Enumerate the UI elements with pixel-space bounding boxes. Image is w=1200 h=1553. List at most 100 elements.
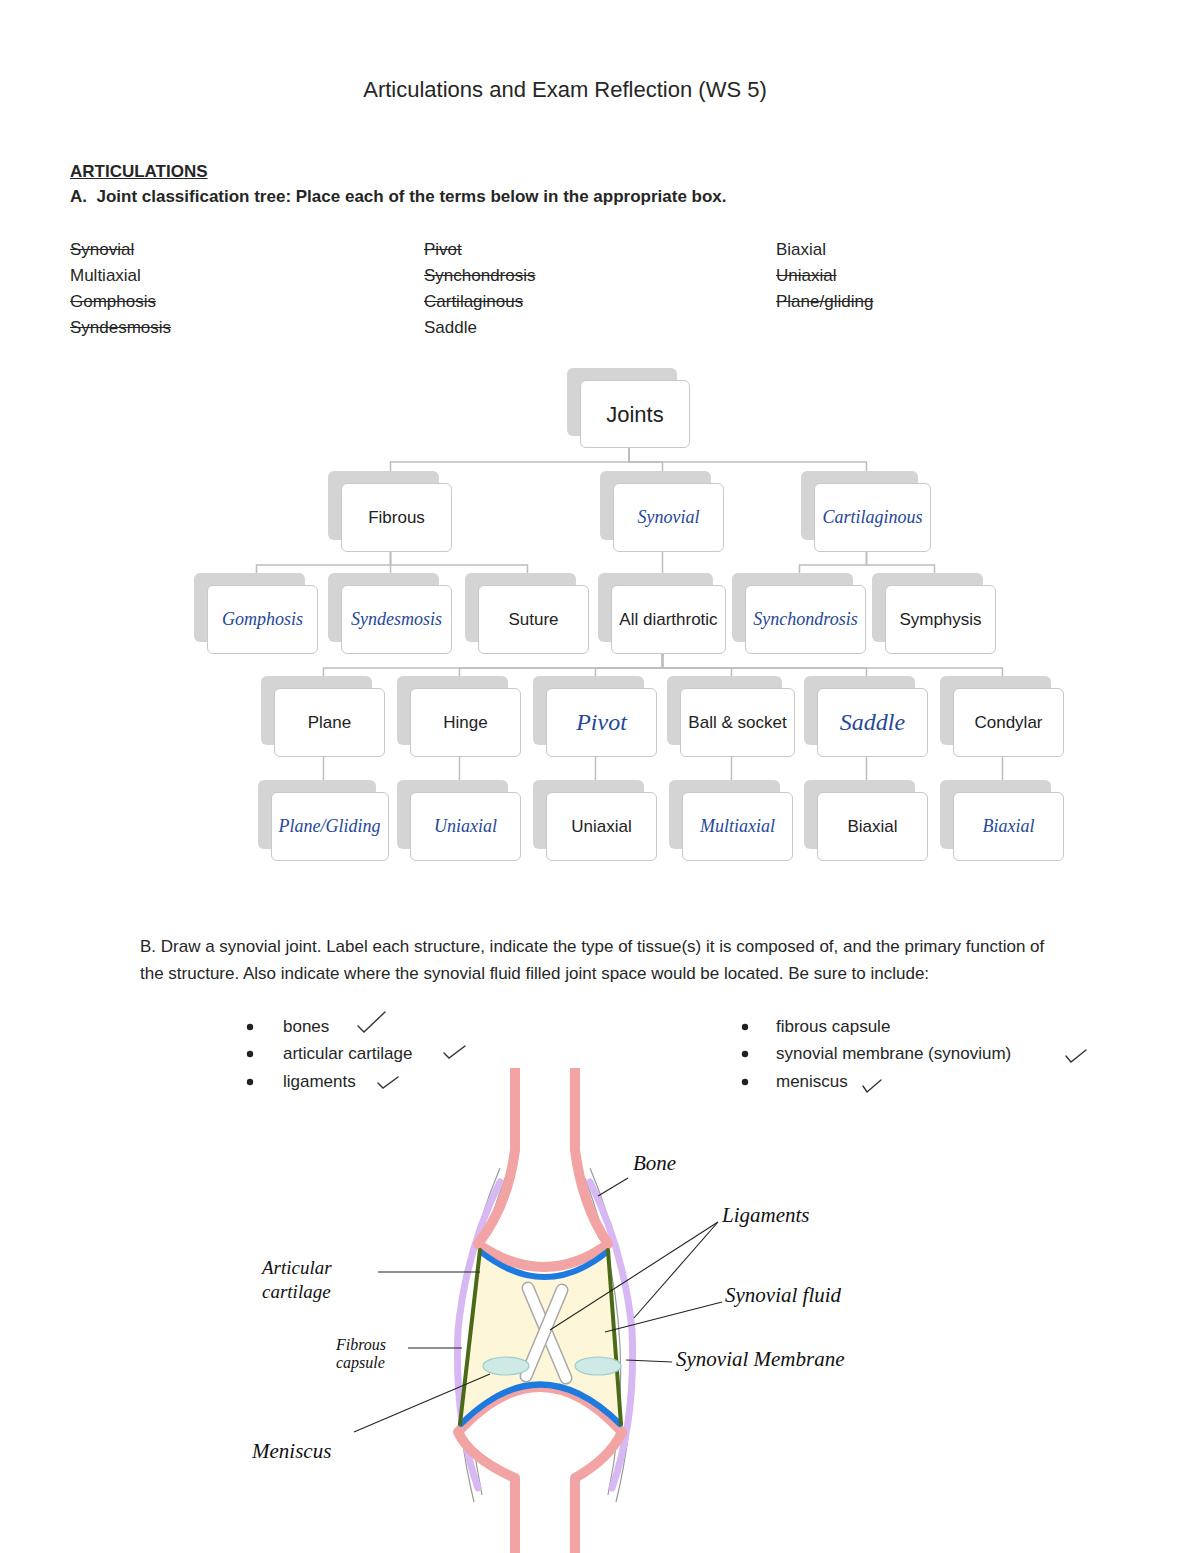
tree-box: Multiaxial: [682, 792, 793, 861]
worksheet-text: articular cartilage: [283, 1043, 412, 1065]
tree-box: Ball & socket: [680, 688, 795, 757]
part-label: Fibrous capsule: [336, 1336, 416, 1372]
box-label: Condylar: [974, 712, 1042, 733]
tree-connector: [596, 654, 663, 688]
box-label: Plane/Gliding: [279, 816, 381, 837]
tree-box: All diarthrotic: [611, 585, 726, 654]
part-label: Ligaments: [722, 1204, 810, 1226]
articular-cartilage: [461, 1252, 620, 1424]
box-label: Joints: [606, 404, 663, 425]
tree-box: Cartilaginous: [814, 483, 931, 552]
part-label: Synovial Membrane: [676, 1348, 845, 1370]
box-label: Saddle: [840, 712, 905, 733]
part-label: Meniscus: [252, 1440, 331, 1462]
box-label: Synchondrosis: [753, 609, 857, 630]
worksheet-text: Synovial: [70, 239, 134, 261]
tree-box: Uniaxial: [410, 792, 521, 861]
section-heading: ARTICULATIONS: [70, 161, 208, 183]
box-label: Gomphosis: [222, 609, 303, 630]
tree-box: Plane/Gliding: [271, 792, 389, 861]
tree-connector: [257, 552, 391, 585]
tree-box: Gomphosis: [207, 585, 318, 654]
tree-box: Joints: [580, 380, 690, 448]
upper-bone: [478, 1068, 608, 1267]
tree-box: Saddle: [817, 688, 928, 757]
box-label: Syndesmosis: [351, 609, 442, 630]
worksheet-text: synovial membrane (synovium): [776, 1043, 1011, 1065]
box-label: Uniaxial: [571, 816, 631, 837]
leader-lines: [354, 1178, 722, 1432]
menisci: [483, 1357, 621, 1375]
worksheet-text: B. Draw a synovial joint. Label each str…: [140, 934, 1045, 987]
box-label: All diarthrotic: [619, 609, 717, 630]
worksheet-text: ligaments: [283, 1071, 356, 1093]
worksheet-text: meniscus: [776, 1071, 848, 1093]
tree-box: Suture: [478, 585, 589, 654]
tree-connector: [391, 552, 528, 585]
tree-box: Biaxial: [817, 792, 928, 861]
tree-box: Hinge: [410, 688, 521, 757]
part-label: Bone: [633, 1152, 676, 1174]
tree-connector: [663, 654, 732, 688]
tree-connector: [663, 654, 1003, 688]
part-label: Articular cartilage: [262, 1256, 382, 1304]
tree-box: Plane: [274, 688, 385, 757]
box-label: Symphysis: [899, 609, 981, 630]
tree-connector: [866, 757, 868, 792]
box-label: Multiaxial: [700, 816, 775, 837]
worksheet-text: Pivot: [424, 239, 462, 261]
tree-connector: [629, 448, 663, 483]
tree-box: Symphysis: [885, 585, 996, 654]
box-label: Ball & socket: [688, 712, 786, 733]
tree-box: Synovial: [613, 483, 724, 552]
lower-bone: [458, 1387, 622, 1553]
box-label: Cartilaginous: [822, 507, 922, 528]
box-label: Plane: [308, 712, 351, 733]
check-marks: [358, 1012, 1086, 1092]
tree-box: Uniaxial: [546, 792, 657, 861]
tree-connector: [324, 654, 663, 688]
worksheet-text: Syndesmosis: [70, 317, 171, 339]
tree-box: Synchondrosis: [745, 585, 866, 654]
box-label: Uniaxial: [434, 816, 497, 837]
tree-connector: [800, 552, 867, 585]
box-label: Pivot: [576, 712, 627, 733]
tree-box: Fibrous: [341, 483, 452, 552]
tree-connector: [459, 757, 461, 792]
tree-connector: [460, 654, 663, 688]
tree-connector: [629, 448, 867, 483]
box-label: Fibrous: [368, 507, 425, 528]
worksheet-text: fibrous capsule: [776, 1016, 890, 1038]
worksheet-text: Multiaxial: [70, 265, 141, 287]
tree-connector: [731, 757, 733, 792]
box-label: Biaxial: [983, 816, 1035, 837]
box-label: Biaxial: [847, 816, 897, 837]
fibrous-capsule: [460, 1250, 621, 1424]
worksheet-text: A. Joint classification tree: Place each…: [70, 186, 727, 208]
box-label: Synovial: [638, 507, 700, 528]
box-label: Hinge: [443, 712, 487, 733]
tree-connector: [663, 654, 867, 688]
worksheet-text: Biaxial: [776, 239, 826, 261]
tree-connector: [867, 552, 935, 585]
tree-connector: [323, 757, 325, 792]
tree-box: Syndesmosis: [341, 585, 452, 654]
tree-connector: [595, 757, 597, 792]
worksheet-text: Saddle: [424, 317, 477, 339]
ligaments: [526, 1288, 566, 1378]
worksheet-text: bones: [283, 1016, 329, 1038]
tree-connector: [662, 552, 664, 585]
tree-connector: [1002, 757, 1004, 792]
worksheet-text: Uniaxial: [776, 265, 836, 287]
tree-box: Biaxial: [953, 792, 1064, 861]
tree-connector: [391, 448, 630, 483]
tree-box: Condylar: [953, 688, 1064, 757]
worksheet-text: Cartilaginous: [424, 291, 523, 313]
part-label: Synovial fluid: [725, 1284, 841, 1306]
worksheet-text: Synchondrosis: [424, 265, 536, 287]
worksheet-text: Plane/gliding: [776, 291, 873, 313]
tree-box: Pivot: [546, 688, 657, 757]
worksheet-text: Gomphosis: [70, 291, 156, 313]
